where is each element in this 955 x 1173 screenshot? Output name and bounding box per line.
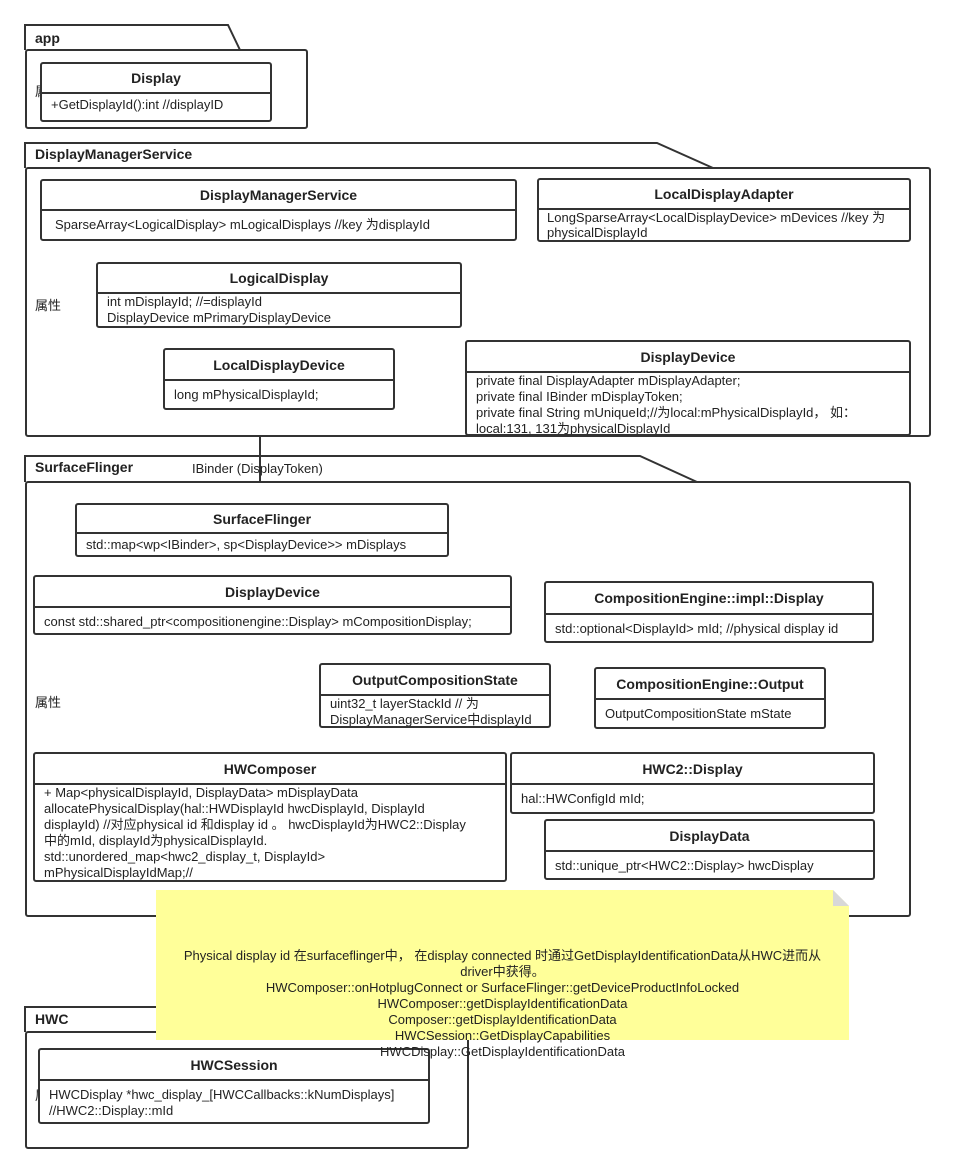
class-attributes: std::optional<DisplayId> mId; //physical… xyxy=(555,621,839,636)
class-attributes: HWCDisplay *hwc_display_[HWCCallbacks::k… xyxy=(49,1087,395,1118)
ce-output-class[interactable]: CompositionEngine::Output OutputComposit… xyxy=(594,667,826,729)
output-composition-state-class[interactable]: OutputCompositionState uint32_t layerSta… xyxy=(319,663,551,728)
class-attributes: std::map<wp<IBinder>, sp<DisplayDevice>>… xyxy=(86,537,407,552)
sf-package-label: SurfaceFlinger xyxy=(35,459,134,475)
class-attributes: hal::HWConfigId mId; xyxy=(521,791,645,806)
class-title: DisplayData xyxy=(546,821,873,852)
class-attributes: uint32_t layerStackId // 为 DisplayManage… xyxy=(330,696,532,727)
dms-display-device-class[interactable]: DisplayDevice private final DisplayAdapt… xyxy=(465,340,911,436)
class-attributes: long mPhysicalDisplayId; xyxy=(174,387,319,402)
display-token-edge-label: IBinder (DisplayToken) xyxy=(192,461,323,476)
class-title: DisplayDevice xyxy=(467,342,909,373)
class-title: LocalDisplayAdapter xyxy=(539,180,909,210)
class-attributes: LongSparseArray<LocalDisplayDevice> mDev… xyxy=(547,210,886,240)
class-title: DisplayManagerService xyxy=(42,181,515,211)
dms-package-label: DisplayManagerService xyxy=(35,146,193,162)
class-title: LogicalDisplay xyxy=(98,264,460,294)
class-title: OutputCompositionState xyxy=(321,665,549,696)
class-title: Display xyxy=(42,64,270,94)
class-title: HWC2::Display xyxy=(512,754,873,785)
class-title: HWCSession xyxy=(40,1050,428,1081)
class-attributes: +GetDisplayId():int //displayID xyxy=(51,97,224,112)
sf-side-label: 属性 xyxy=(35,695,62,710)
hwc-package-label: HWC xyxy=(35,1011,69,1027)
hwcomposer-class[interactable]: HWComposer + Map<physicalDisplayId, Disp… xyxy=(33,752,507,882)
ce-impl-display-class[interactable]: CompositionEngine::impl::Display std::op… xyxy=(544,581,874,643)
local-display-device-class[interactable]: LocalDisplayDevice long mPhysicalDisplay… xyxy=(163,348,395,410)
class-attributes: int mDisplayId; //=displayId DisplayDevi… xyxy=(107,294,331,325)
class-title: LocalDisplayDevice xyxy=(165,350,393,381)
app-display-class[interactable]: Display +GetDisplayId():int //displayID xyxy=(40,62,272,122)
dms-side-label: 属性 xyxy=(35,298,62,313)
surfaceflinger-class[interactable]: SurfaceFlinger std::map<wp<IBinder>, sp<… xyxy=(75,503,449,557)
class-title: CompositionEngine::impl::Display xyxy=(546,583,872,615)
class-attributes: std::unique_ptr<HWC2::Display> hwcDispla… xyxy=(555,858,814,873)
display-data-class[interactable]: DisplayData std::unique_ptr<HWC2::Displa… xyxy=(544,819,875,880)
class-title: CompositionEngine::Output xyxy=(596,669,824,700)
class-title: SurfaceFlinger xyxy=(77,505,447,534)
hwc-session-class[interactable]: HWCSession HWCDisplay *hwc_display_[HWCC… xyxy=(38,1048,430,1124)
note-text: Physical display id 在surfaceflinger中， 在d… xyxy=(183,948,822,1059)
class-attributes: SparseArray<LogicalDisplay> mLogicalDisp… xyxy=(55,217,431,232)
class-title: DisplayDevice xyxy=(35,577,510,608)
physical-display-id-note[interactable]: Physical display id 在surfaceflinger中， 在d… xyxy=(156,890,849,1059)
dms-class[interactable]: DisplayManagerService SparseArray<Logica… xyxy=(40,179,517,241)
app-package-label: app xyxy=(35,30,60,46)
class-attributes: const std::shared_ptr<compositionengine:… xyxy=(44,614,472,629)
class-attributes: + Map<physicalDisplayId, DisplayData> mD… xyxy=(44,785,466,880)
class-attributes: private final DisplayAdapter mDisplayAda… xyxy=(476,373,857,436)
sf-display-device-class[interactable]: DisplayDevice const std::shared_ptr<comp… xyxy=(33,575,512,635)
logical-display-class[interactable]: LogicalDisplay int mDisplayId; //=displa… xyxy=(96,262,462,328)
local-display-adapter-class[interactable]: LocalDisplayAdapter LongSparseArray<Loca… xyxy=(537,178,911,242)
hwc2-display-class[interactable]: HWC2::Display hal::HWConfigId mId; xyxy=(510,752,875,814)
class-attributes: OutputCompositionState mState xyxy=(605,706,792,721)
class-title: HWComposer xyxy=(35,754,505,785)
